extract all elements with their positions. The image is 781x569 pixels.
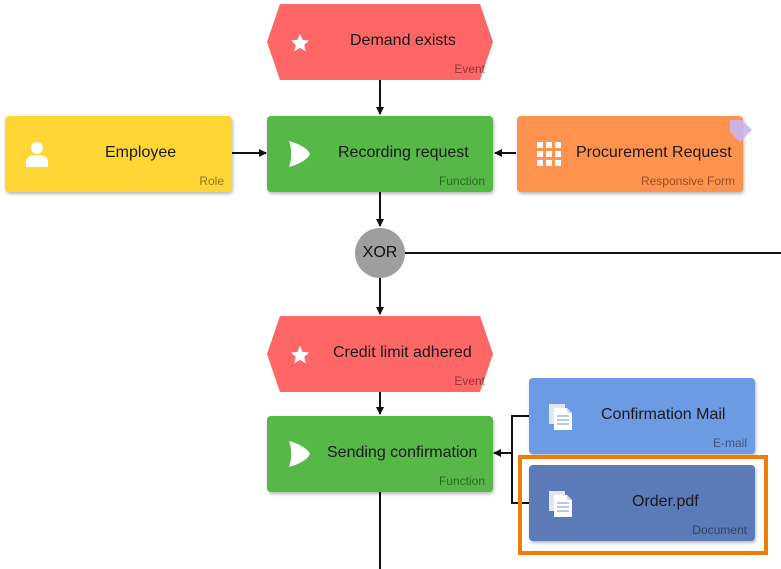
document-type-label: Document [692, 523, 747, 537]
event-shape [267, 4, 493, 80]
event-type-label: Event [454, 62, 485, 76]
email-confirmation-mail[interactable]: Confirmation Mail E-mail [529, 378, 755, 454]
document-icon [549, 491, 572, 517]
star-icon [290, 345, 310, 364]
xor-gateway[interactable]: XOR [355, 228, 405, 278]
selection-highlight [518, 455, 768, 555]
document-label: Order.pdf [632, 493, 699, 510]
function-label: Sending confirmation [327, 444, 478, 461]
play-icon [289, 141, 310, 167]
email-label: Confirmation Mail [601, 406, 726, 423]
function-type-label: Function [438, 174, 485, 188]
role-type-label: Role [199, 174, 224, 188]
event-credit-limit[interactable]: Credit limit adhered Event [267, 316, 493, 392]
form-label: Procurement Request [576, 144, 732, 161]
function-sending-confirmation[interactable]: Sending confirmation Function [267, 416, 493, 492]
form-procurement-request[interactable]: Procurement Request Responsive Form [517, 116, 743, 192]
grid-icon [537, 142, 561, 166]
play-icon [289, 441, 310, 467]
form-type-label: Responsive Form [640, 174, 735, 188]
function-recording-request[interactable]: Recording request Function [267, 116, 493, 192]
document-icon [549, 404, 572, 430]
event-type-label: Event [454, 374, 485, 388]
star-icon [290, 33, 310, 52]
role-label: Employee [105, 144, 177, 161]
function-type-label: Function [438, 474, 485, 488]
event-demand-exists[interactable]: Demand exists Event [267, 4, 493, 80]
role-employee[interactable]: Employee Role [5, 116, 232, 192]
event-label: Credit limit adhered [333, 344, 472, 361]
event-shape [267, 316, 493, 392]
event-label: Demand exists [350, 32, 456, 49]
email-type-label: E-mail [712, 436, 747, 450]
person-icon [26, 142, 48, 167]
function-label: Recording request [338, 144, 469, 161]
document-order-pdf[interactable]: Order.pdf Document [529, 465, 755, 541]
tag-icon [730, 120, 752, 142]
